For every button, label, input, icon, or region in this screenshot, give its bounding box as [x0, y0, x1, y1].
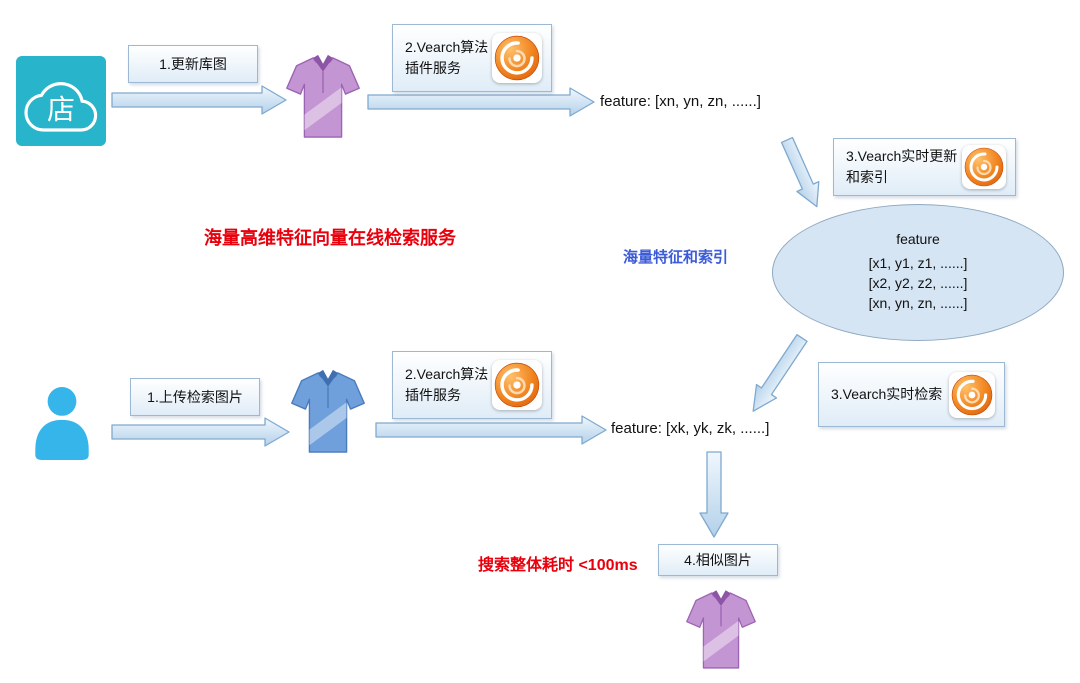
step-realtime-update-index: 3.Vearch实时更新 和索引: [833, 138, 1016, 196]
service-title: 海量高维特征向量在线检索服务: [204, 228, 456, 248]
arrow-shirt-to-feature-top: [367, 87, 595, 117]
user-icon: [28, 386, 96, 462]
index-row-3: [xn, yn, zn, ......]: [868, 294, 968, 311]
vearch-plugin-line1: 2.Vearch算法: [405, 39, 489, 55]
shop-character: 店: [47, 94, 75, 125]
query-shirt-image: [287, 367, 369, 457]
vearch-logo-icon: [492, 360, 542, 410]
step-vearch-plugin-bottom: 2.Vearch算法 插件服务: [392, 351, 552, 419]
feature-index-store: feature [x1, y1, z1, ......] [x2, y2, z2…: [772, 204, 1064, 341]
step-similar-images: 4.相似图片: [658, 544, 778, 576]
arrow-shop-to-shirt: [111, 85, 287, 115]
step-vearch-plugin-top: 2.Vearch算法 插件服务: [392, 24, 552, 92]
arrow-feature-to-index: [780, 136, 820, 208]
result-shirt-image: [684, 581, 758, 679]
step-update-library: 1.更新库图: [128, 45, 258, 83]
arrow-person-to-shirt: [111, 417, 290, 447]
index-store-title: feature: [896, 231, 940, 248]
arrow-shirt-to-feature-bottom: [375, 415, 607, 445]
library-shirt-image: [282, 52, 364, 142]
step-realtime-search: 3.Vearch实时检索: [818, 362, 1005, 427]
index-label: 海量特征和索引: [623, 249, 729, 266]
realtime-search-label: 3.Vearch实时检索: [831, 386, 943, 402]
vearch-plugin-line2: 插件服务: [405, 387, 461, 403]
arrow-feature-to-result: [699, 451, 729, 538]
realtime-update-line2: 和索引: [846, 169, 888, 185]
feature-vector-top: feature: [xn, yn, zn, ......]: [600, 93, 761, 110]
step-upload-query-image: 1.上传检索图片: [130, 378, 260, 416]
step-update-library-label: 1.更新库图: [159, 56, 227, 72]
step-upload-query-label: 1.上传检索图片: [147, 389, 243, 405]
vearch-logo-icon: [949, 371, 995, 418]
step-similar-images-label: 4.相似图片: [684, 552, 752, 568]
vearch-plugin-line2: 插件服务: [405, 60, 461, 76]
arrow-index-to-search: [752, 334, 808, 412]
vearch-logo-icon: [962, 145, 1006, 189]
feature-vector-bottom: feature: [xk, yk, zk, ......]: [611, 420, 770, 437]
index-row-1: [x1, y1, z1, ......]: [868, 255, 968, 272]
realtime-update-line1: 3.Vearch实时更新: [846, 148, 958, 164]
shop-cloud-icon: 店: [16, 56, 106, 146]
vearch-logo-icon: [492, 33, 542, 83]
search-time-label: 搜索整体耗时 <100ms: [478, 557, 638, 574]
index-row-2: [x2, y2, z2, ......]: [868, 275, 968, 292]
vearch-plugin-line1: 2.Vearch算法: [405, 366, 489, 382]
